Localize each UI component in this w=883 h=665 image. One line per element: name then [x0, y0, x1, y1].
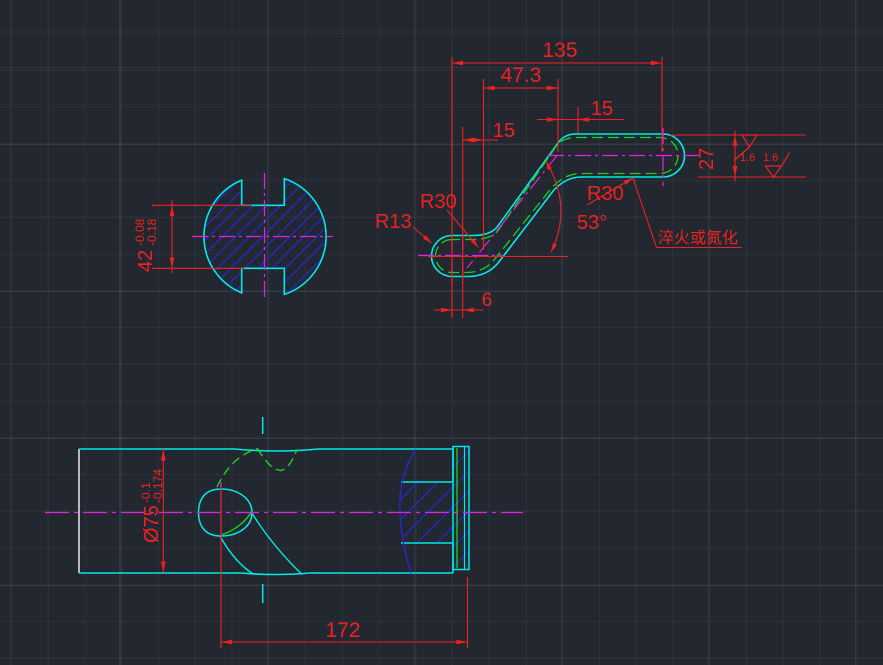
dim-dia75-tol-upper: -0.1 [139, 482, 153, 503]
hole-intersection-curves-lower[interactable] [219, 513, 303, 576]
lever-incline-centerline[interactable] [466, 155, 558, 269]
dim-dia75-value: Ø75 [141, 505, 163, 543]
dim-15-top-text[interactable]: 15 [591, 98, 613, 120]
dim-42-text[interactable]: 42 -0.08 -0.18 [133, 218, 159, 272]
radius-R30-left-text[interactable]: R30 [420, 191, 457, 213]
lever-dim-lines[interactable] [412, 57, 806, 318]
shaft-bottom-edge[interactable] [79, 572, 453, 576]
section-view: 42 -0.08 -0.18 [133, 173, 333, 300]
lever-view: 135 47.3 15 15 6 R13 R30 R30 53° 27 1.6 … [375, 39, 806, 318]
dim-dia75-text[interactable]: Ø75 -0.1 -0.174 [139, 469, 165, 543]
shaft-section-hatch[interactable] [400, 446, 469, 570]
radius-R30-right-text[interactable]: R30 [587, 183, 624, 205]
dim-27-value: 27 [696, 148, 718, 170]
dim-47.3-text[interactable]: 47.3 [501, 64, 542, 87]
dim-42-value: 42 [135, 250, 157, 272]
dim-42-arrow-top [169, 205, 175, 216]
dim-42-arrow-bottom [169, 257, 175, 269]
dim-172-text[interactable]: 172 [325, 619, 360, 642]
dim-dia75-tol-lower: -0.174 [151, 469, 165, 503]
lever-hardened-layer-line[interactable] [434, 136, 679, 274]
hole-intersection-curve-visible[interactable] [221, 510, 253, 536]
roughness-symbol-bottom[interactable] [764, 152, 791, 179]
radius-R13-text[interactable]: R13 [375, 211, 412, 233]
angle-53-text[interactable]: 53° [577, 212, 607, 234]
dim-135-text[interactable]: 135 [542, 39, 577, 62]
shaft-dim-arrows [161, 449, 468, 645]
shaft-view: Ø75 -0.1 -0.174 172 [45, 417, 523, 648]
roughness-bottom-value[interactable]: 1.6 [763, 152, 778, 164]
lever-dim-arrows [422, 60, 738, 313]
shaft-dim-lines[interactable] [162, 449, 469, 648]
dim-42-tol-lower: -0.18 [145, 218, 159, 246]
roughness-top-value[interactable]: 1.6 [740, 152, 755, 164]
dim-6-text[interactable]: 6 [482, 290, 493, 311]
shaft-top-edge[interactable] [79, 448, 453, 452]
heat-treat-note[interactable]: 淬火或氮化 [658, 228, 738, 247]
roughness-symbol-top[interactable] [733, 134, 759, 161]
dim-42-tol-upper: -0.08 [133, 218, 147, 246]
shaft-end-cap[interactable] [452, 445, 470, 571]
dim-27-text[interactable]: 27 [696, 148, 718, 170]
hole-intersection-curves-hidden[interactable] [216, 447, 298, 488]
dim-15-left-text[interactable]: 15 [493, 120, 515, 142]
